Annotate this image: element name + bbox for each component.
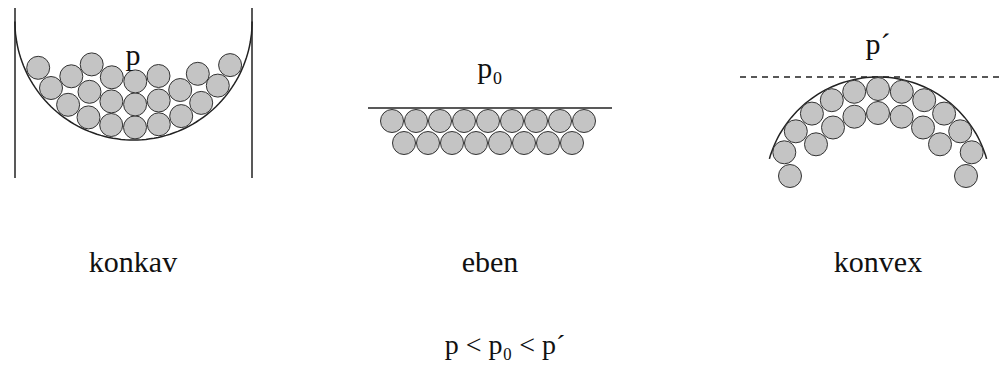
molecule-circle xyxy=(820,89,843,112)
molecule-circle xyxy=(960,141,983,164)
molecule-circle xyxy=(80,53,103,76)
molecule-circle xyxy=(867,78,890,101)
pressure-label: p xyxy=(126,38,141,72)
molecule-circle xyxy=(929,133,952,156)
molecule-circle xyxy=(525,110,548,133)
molecule-circle xyxy=(186,62,209,85)
concave-meniscus xyxy=(15,21,252,140)
convex-surface xyxy=(740,77,1002,188)
molecule-circle xyxy=(40,77,63,100)
molecule-circle xyxy=(381,110,404,133)
molecule-circle xyxy=(57,93,80,116)
molecule-circle xyxy=(843,105,866,128)
molecule-circle xyxy=(867,102,890,125)
molecule-circle xyxy=(124,93,147,116)
molecule-circle xyxy=(124,70,147,93)
pressure-label: p´ xyxy=(866,27,891,61)
molecule-circle xyxy=(147,113,170,136)
molecule-circle xyxy=(489,132,512,155)
molecule-circle xyxy=(219,54,242,77)
molecule-circle xyxy=(100,114,123,137)
molecule-circle xyxy=(477,110,500,133)
molecule-circle xyxy=(784,120,807,143)
molecule-circle xyxy=(822,116,845,139)
molecule-circle xyxy=(949,120,972,143)
molecule-circle xyxy=(190,91,213,114)
molecule-circle xyxy=(561,132,584,155)
molecule-circle xyxy=(890,80,913,103)
flat-surface-line xyxy=(368,107,612,109)
molecule-circle xyxy=(27,56,50,79)
molecule-circle xyxy=(501,110,524,133)
molecule-circle xyxy=(405,110,428,133)
molecule-circle xyxy=(773,141,796,164)
concave-surface xyxy=(15,8,252,178)
molecule-circle xyxy=(933,102,956,125)
surface-name: konkav xyxy=(89,245,177,279)
molecule-circle xyxy=(549,110,572,133)
molecule-circle xyxy=(147,89,170,112)
convex-surface-line xyxy=(769,77,986,159)
molecule-circle xyxy=(78,80,101,103)
flat-surface xyxy=(368,108,612,155)
molecule-circle xyxy=(124,116,147,139)
molecule-circle xyxy=(779,165,802,188)
molecule-circle xyxy=(843,80,866,103)
molecule-circle xyxy=(77,106,100,129)
molecule-circle xyxy=(912,116,935,139)
molecule-circle xyxy=(393,132,416,155)
molecule-circle xyxy=(955,165,978,188)
molecule-circle xyxy=(513,132,536,155)
molecule-circle xyxy=(429,110,452,133)
molecule-circle xyxy=(800,102,823,125)
molecule-circle xyxy=(170,105,193,128)
molecule-circle xyxy=(60,65,83,88)
molecule-circle xyxy=(147,65,170,88)
molecule-circle xyxy=(441,132,464,155)
molecule-circle xyxy=(169,79,192,102)
relation-note: p < p₀ < p´ xyxy=(445,329,566,361)
molecule-circle xyxy=(453,110,476,133)
molecule-circle xyxy=(100,66,123,89)
surface-name: konvex xyxy=(834,245,922,279)
molecule-circle xyxy=(537,132,560,155)
molecule-circle xyxy=(206,74,229,97)
molecule-circle xyxy=(465,132,488,155)
molecule-circle xyxy=(100,90,123,113)
molecule-circle xyxy=(573,110,596,133)
pressure-label: p₀ xyxy=(477,51,502,85)
surface-name: eben xyxy=(462,245,519,279)
molecule-circle xyxy=(805,133,828,156)
molecule-circle xyxy=(417,132,440,155)
molecule-circle xyxy=(913,89,936,112)
molecule-circle xyxy=(890,105,913,128)
